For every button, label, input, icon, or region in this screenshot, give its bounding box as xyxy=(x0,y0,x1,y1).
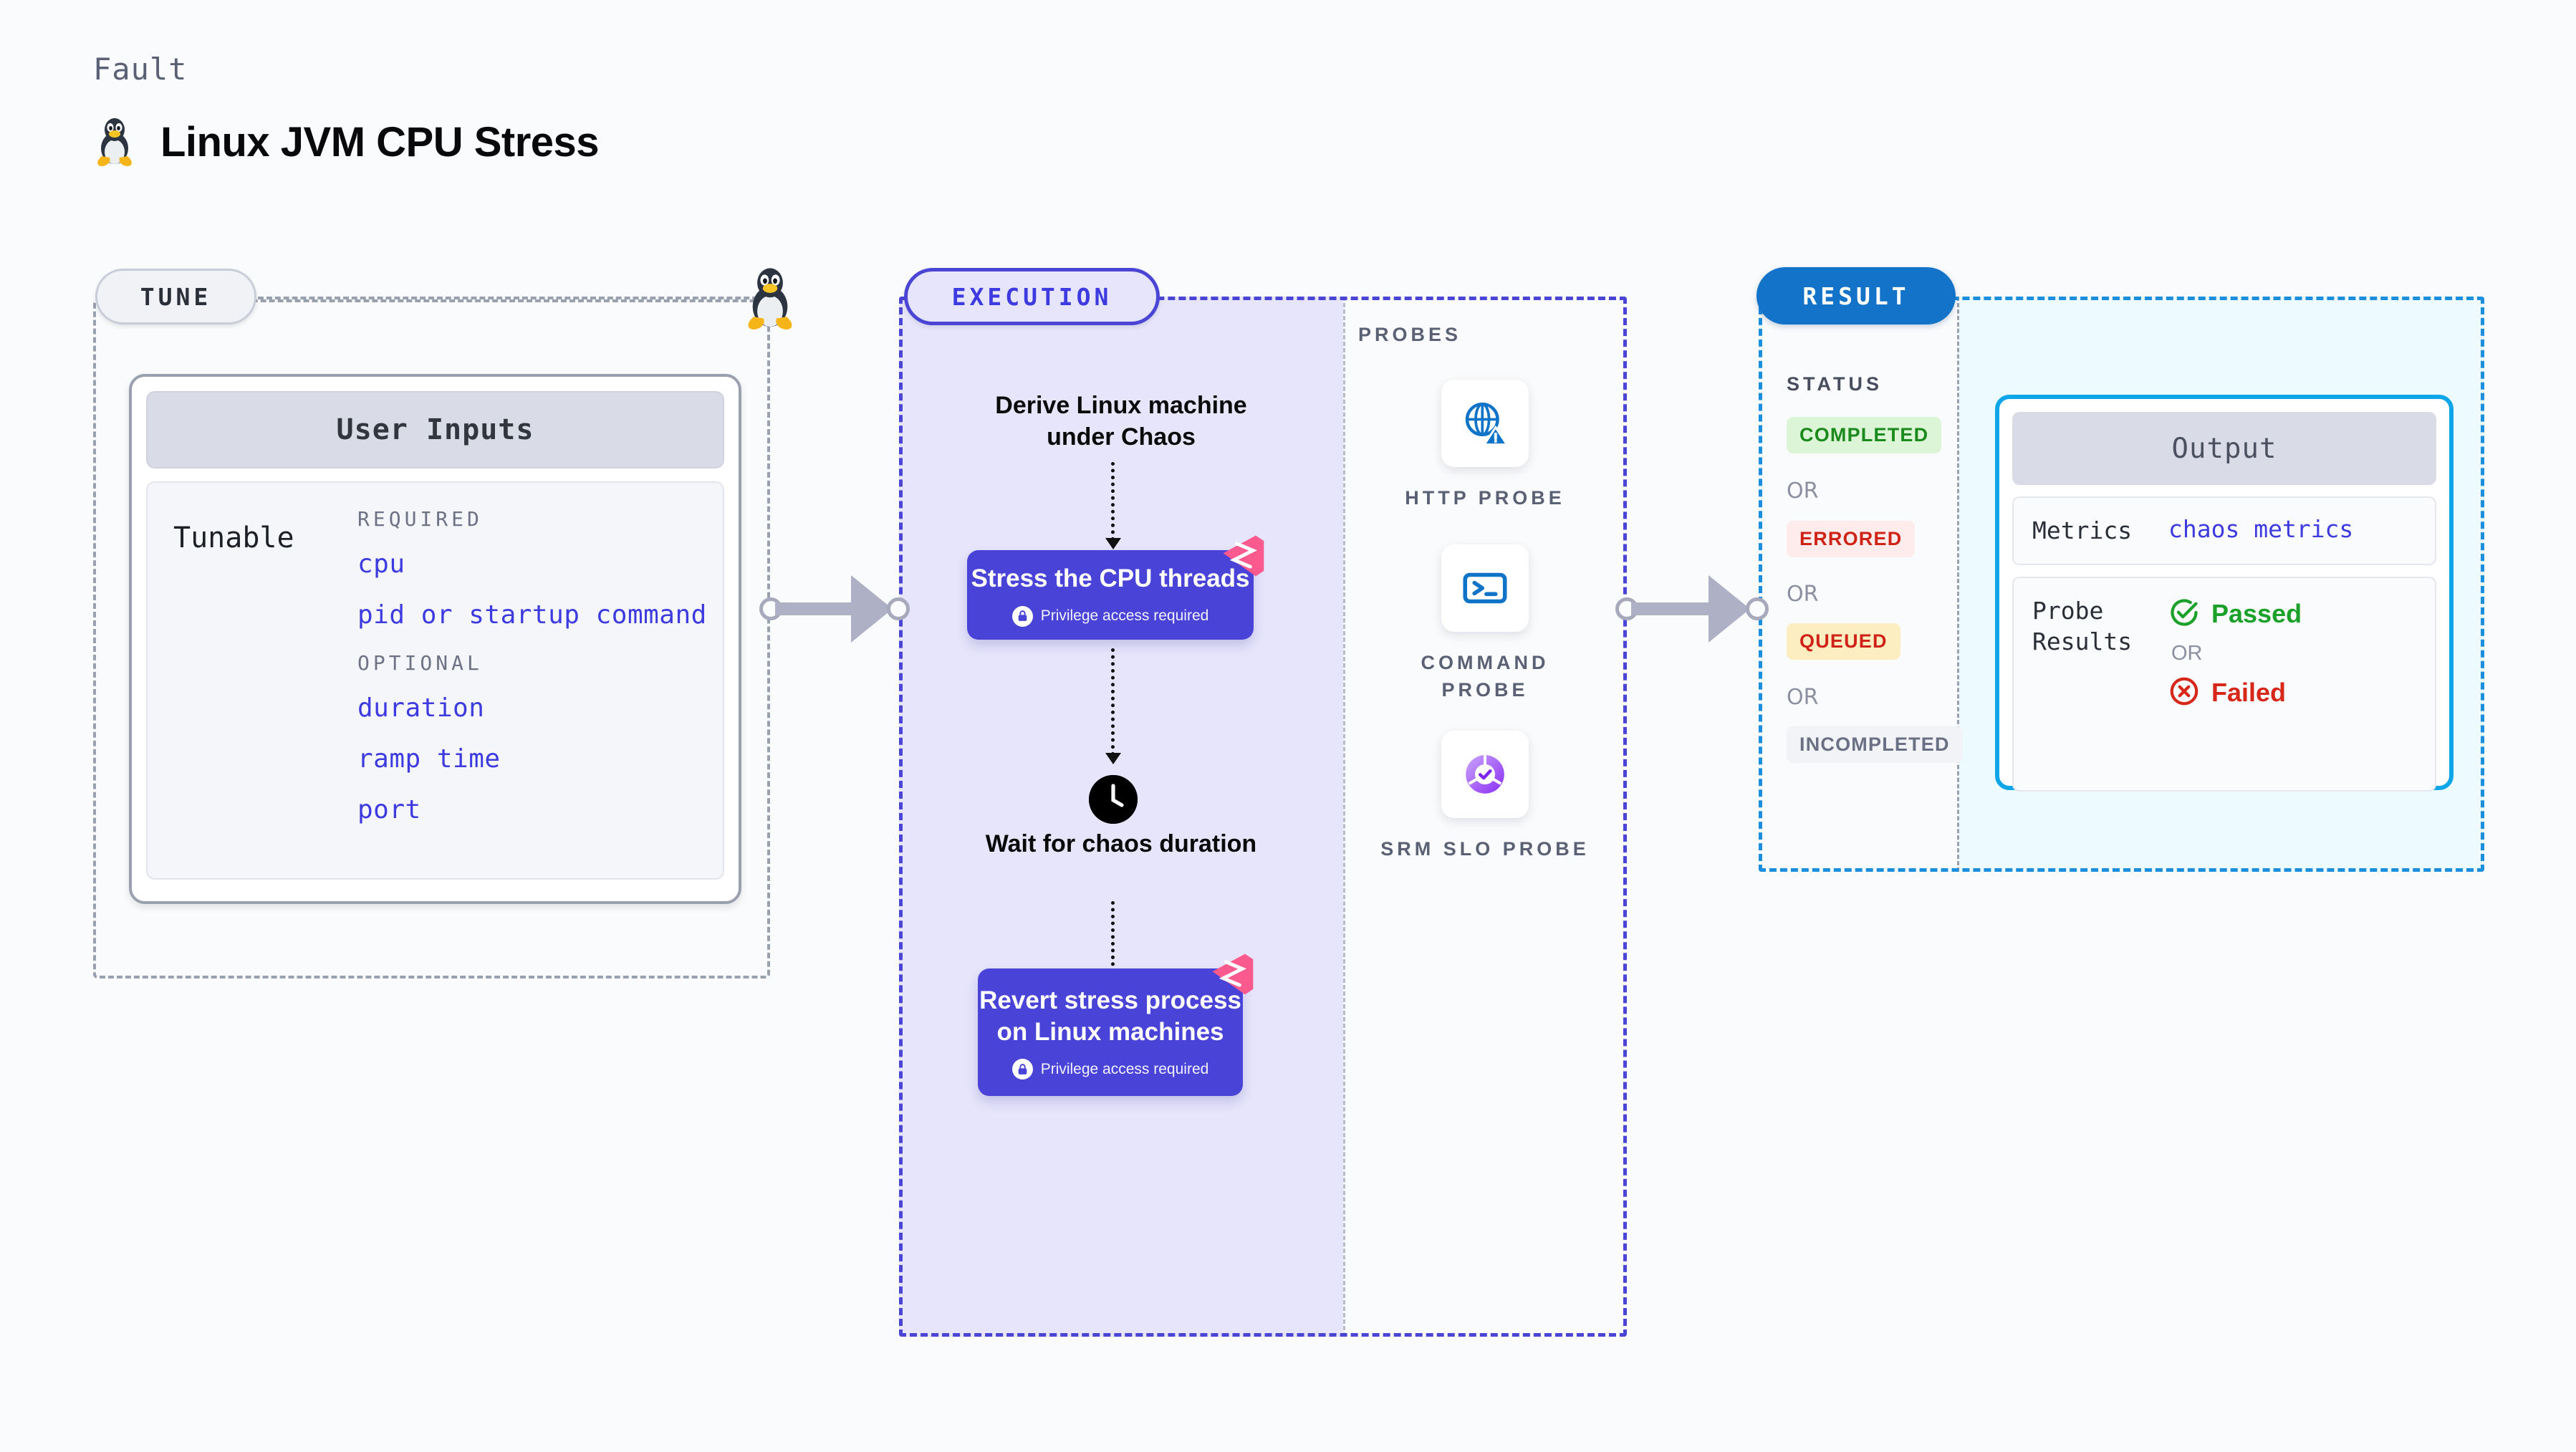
execution-section-frame xyxy=(899,297,1627,1337)
tune-dashed-connector xyxy=(258,297,766,299)
execution-block-stress-cpu[interactable]: Stress the CPU threads Privilege access … xyxy=(967,535,1264,640)
status-badge-errored: ERRORED xyxy=(1787,521,1916,557)
page-title-row: Linux JVM CPU Stress xyxy=(92,115,600,170)
page-kicker: Fault xyxy=(93,52,188,87)
result-pill[interactable]: RESULT xyxy=(1756,267,1956,324)
status-badge-queued: QUEUED xyxy=(1787,623,1900,660)
execution-arrow-3 xyxy=(1105,901,1121,981)
globe-alert-icon xyxy=(1441,380,1529,467)
lock-icon xyxy=(1011,1059,1033,1080)
user-inputs-body: Tunable REQUIRED cpu pid or startup comm… xyxy=(146,481,724,880)
connector-end-dot xyxy=(887,597,910,620)
tunable-item-ramp-time[interactable]: ramp time xyxy=(357,744,501,774)
harness-logo-icon xyxy=(1204,948,1259,1004)
connector-arrowhead xyxy=(1708,575,1750,643)
tunable-item-pid-or-startup-command[interactable]: pid or startup command xyxy=(357,600,707,630)
status-or-1: OR xyxy=(1787,479,1819,504)
execution-block-subtitle: Privilege access required xyxy=(1011,605,1209,627)
output-row-metrics: Metrics chaos metrics xyxy=(2012,496,2436,565)
probe-label: HTTP PROBE xyxy=(1405,487,1565,509)
failed-label: Failed xyxy=(2211,678,2287,708)
user-inputs-header: User Inputs xyxy=(146,391,724,468)
tune-pill[interactable]: TUNE xyxy=(95,269,256,324)
tunable-item-duration[interactable]: duration xyxy=(357,693,485,723)
output-row-probe-results: Probe Results Passed OR xyxy=(2012,576,2436,792)
execution-arrow-2 xyxy=(1105,648,1121,764)
output-probe-results-key: Probe Results xyxy=(2032,596,2133,656)
privilege-text: Privilege access required xyxy=(1040,1060,1209,1077)
terminal-prompt-icon xyxy=(1441,544,1529,632)
privilege-text: Privilege access required xyxy=(1040,607,1209,625)
linux-penguin-icon xyxy=(738,264,802,330)
probe-results-list: Passed OR Failed xyxy=(2168,595,2302,711)
probe-result-failed: Failed xyxy=(2168,675,2302,711)
tunable-item-cpu[interactable]: cpu xyxy=(357,549,405,579)
passed-label: Passed xyxy=(2211,599,2302,629)
tunable-item-port[interactable]: port xyxy=(357,795,421,824)
harness-logo-icon xyxy=(1215,530,1269,585)
status-or-3: OR xyxy=(1787,685,1819,710)
slo-check-donut-icon xyxy=(1441,731,1529,818)
probe-result-or: OR xyxy=(2171,641,2203,665)
tunable-row-label: Tunable xyxy=(173,521,294,554)
clock-icon xyxy=(1089,775,1138,824)
connector-end-dot xyxy=(1746,597,1769,620)
probe-srm-slo[interactable]: SRM SLO PROBE xyxy=(1378,731,1592,862)
linux-penguin-icon xyxy=(92,115,138,170)
lock-icon xyxy=(1011,605,1033,627)
page-title: Linux JVM CPU Stress xyxy=(160,119,600,165)
execution-arrow-1 xyxy=(1105,462,1121,549)
status-badge-incompleted: INCOMPLETED xyxy=(1787,726,1963,763)
execution-block-subtitle: Privilege access required xyxy=(1011,1059,1209,1080)
output-card: Output Metrics chaos metrics Probe Resul… xyxy=(1995,395,2454,792)
status-badge-completed: COMPLETED xyxy=(1787,417,1942,453)
execution-pill[interactable]: EXECUTION xyxy=(904,268,1160,325)
tunable-group-required-label: REQUIRED xyxy=(357,507,483,531)
probe-label: COMMAND PROBE xyxy=(1421,652,1549,701)
connector-probes-to-result xyxy=(1615,573,1769,645)
connector-line xyxy=(775,602,875,615)
result-section-frame xyxy=(1759,297,2484,872)
result-status-fill xyxy=(1759,297,1959,872)
execution-step-derive-label: Derive Linux machine under Chaos xyxy=(995,392,1247,451)
user-inputs-card: User Inputs Tunable REQUIRED cpu pid or … xyxy=(129,374,741,904)
tunable-list: REQUIRED cpu pid or startup command OPTI… xyxy=(350,507,710,865)
execution-step-wait-label: Wait for chaos duration xyxy=(985,830,1257,857)
x-circle-icon xyxy=(2168,675,2200,711)
output-metrics-value[interactable]: chaos metrics xyxy=(2168,515,2354,543)
connector-arrowhead xyxy=(851,575,893,643)
probe-label: SRM SLO PROBE xyxy=(1380,838,1590,860)
output-metrics-key: Metrics xyxy=(2032,516,2133,544)
execution-block-revert-stress[interactable]: Revert stress process on Linux machines … xyxy=(978,953,1254,1096)
status-title: STATUS xyxy=(1787,373,1883,395)
probe-http[interactable]: HTTP PROBE xyxy=(1378,380,1592,511)
check-circle-icon xyxy=(2168,597,2200,632)
connector-tune-to-execution xyxy=(759,573,910,645)
tunable-group-optional-label: OPTIONAL xyxy=(357,651,483,675)
probes-title: PROBES xyxy=(1358,324,1462,345)
output-header: Output xyxy=(2012,412,2436,485)
connector-line xyxy=(1631,602,1733,615)
execution-block-title: Revert stress process on Linux machines xyxy=(979,986,1241,1046)
execution-block-title: Stress the CPU threads xyxy=(971,564,1250,593)
status-or-2: OR xyxy=(1787,582,1819,607)
probe-result-passed: Passed xyxy=(2168,597,2302,632)
probe-command[interactable]: COMMAND PROBE xyxy=(1378,544,1592,704)
